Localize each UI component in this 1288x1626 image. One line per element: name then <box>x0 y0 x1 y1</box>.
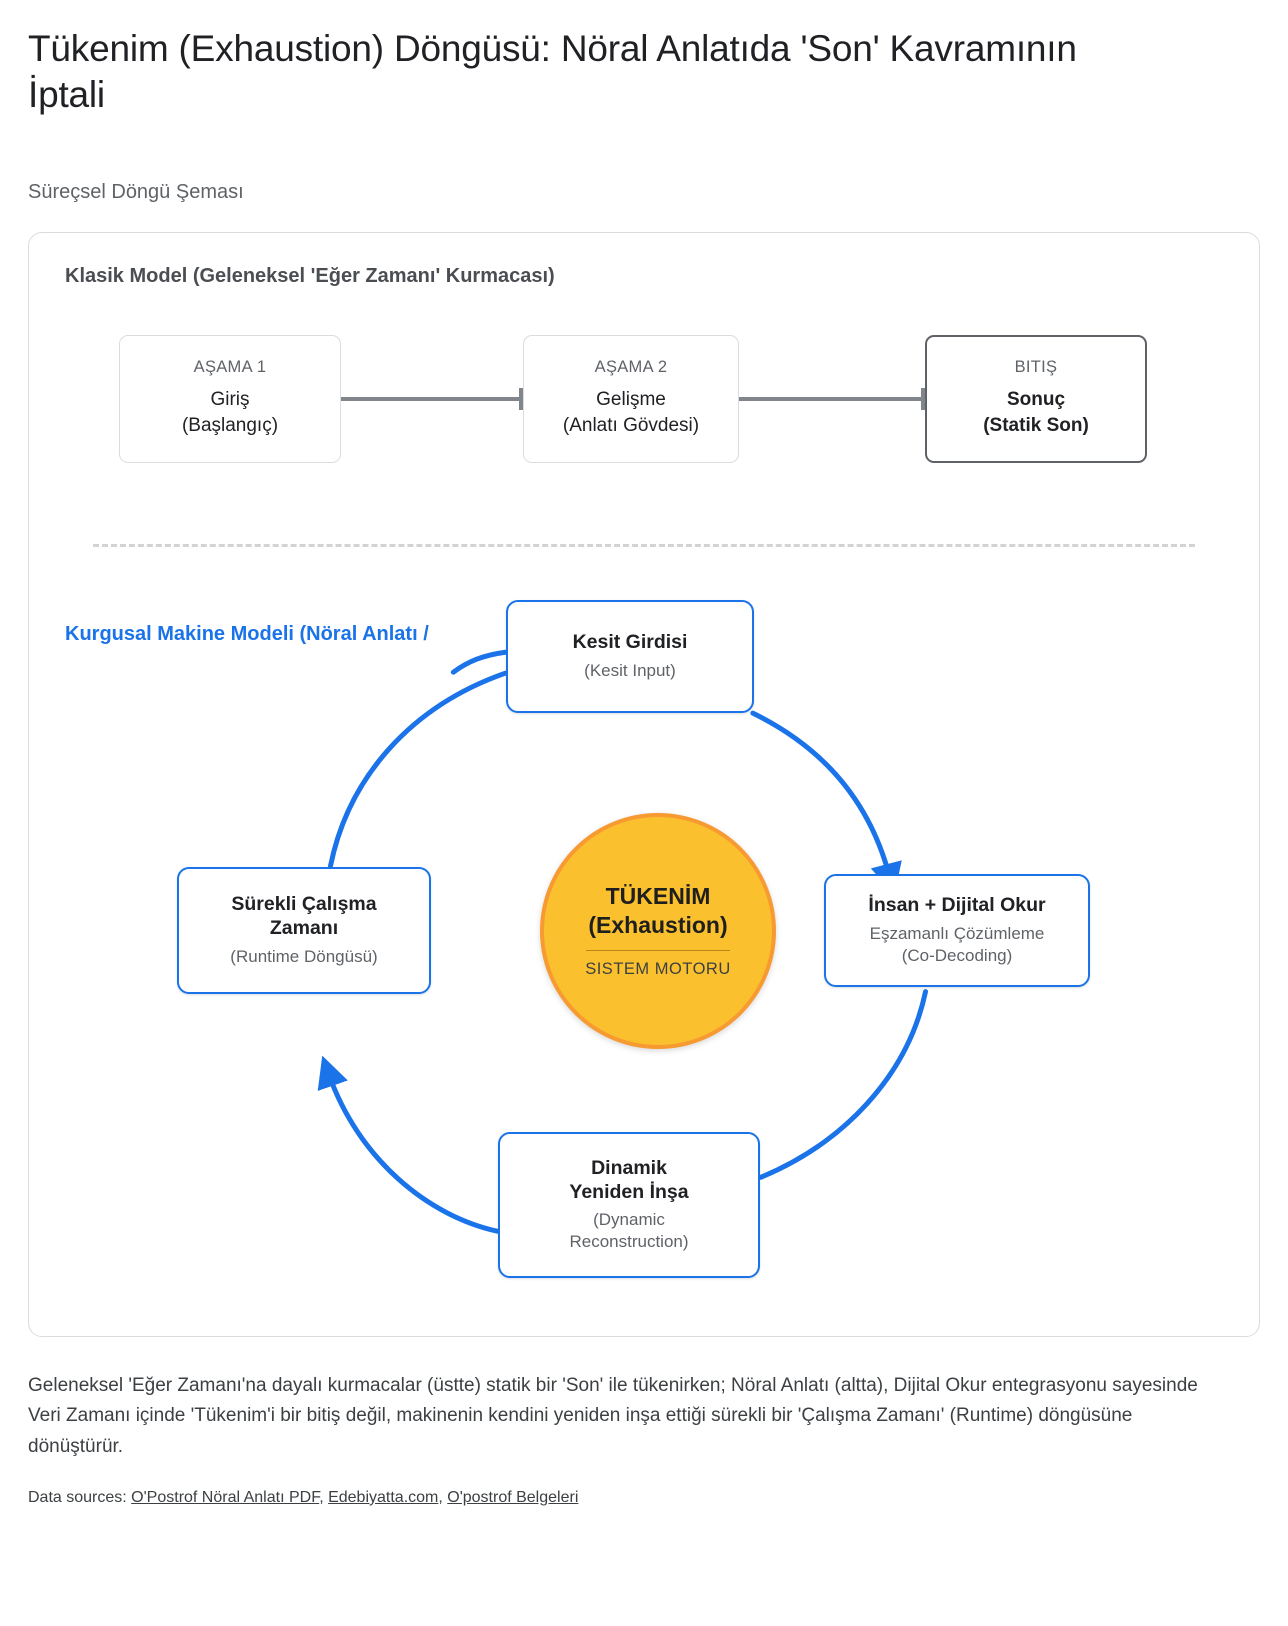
cycle-node-runtime: Sürekli Çalışma Zamanı (Runtime Döngüsü) <box>177 866 431 994</box>
node-title: Kesit Girdisi <box>572 631 688 654</box>
node-subtitle: (Runtime Döngüsü) <box>230 946 378 966</box>
classic-model-heading: Klasik Model (Geleneksel 'Eğer Zamanı' K… <box>65 264 555 287</box>
node-title: İnsan + Dijital Okur <box>868 894 1046 917</box>
cycle-node-reader: İnsan + Dijital Okur Eşzamanlı Çözümleme… <box>824 873 1090 987</box>
classic-stage-box-2: AŞAMA 2 Gelişme (Anlatı Gövdesi) <box>523 334 739 463</box>
stage-sublabel: (Anlatı Gövdesi) <box>562 415 700 436</box>
stage-kicker: BITIŞ <box>1014 358 1058 377</box>
node-title-2: Yeniden İnşa <box>569 1180 689 1203</box>
data-source-link[interactable]: Edebiyatta.com <box>328 1488 439 1506</box>
node-subtitle-2: (Co-Decoding) <box>901 945 1013 965</box>
arrow-reader-to-dynamic <box>758 988 929 1180</box>
cycle-node-dynamic-reconstruction: Dinamik Yeniden İnşa (Dynamic Reconstruc… <box>498 1131 760 1278</box>
engine-divider <box>586 949 730 951</box>
engine-title-2: (Exhaustion) <box>588 911 728 938</box>
engine-caption: SISTEM MOTORU <box>585 959 731 978</box>
stage-sublabel: (Statik Son) <box>983 415 1089 436</box>
data-source-link[interactable]: O'Postrof Nöral Anlatı PDF <box>131 1488 320 1506</box>
stage-sublabel: (Başlangıç) <box>181 415 279 436</box>
classic-end-box: BITIŞ Sonuç (Statik Son) <box>925 334 1147 463</box>
connector-stage2-end <box>739 387 925 410</box>
engine-title: TÜKENİM <box>605 883 711 910</box>
cycle-arrows <box>317 649 929 1234</box>
node-title-2: Zamanı <box>269 917 339 940</box>
stage-label: Giriş <box>210 389 250 411</box>
stage-kicker: AŞAMA 2 <box>594 358 668 377</box>
connector-stage1-stage2 <box>341 387 523 410</box>
diagram-card: Klasik Model (Geleneksel 'Eğer Zamanı' K… <box>28 231 1260 1337</box>
stage-kicker: AŞAMA 1 <box>193 358 267 377</box>
machine-model-heading: Kurgusal Makine Modeli (Nöral Anlatı / <box>65 622 429 645</box>
engine-circle: TÜKENİM (Exhaustion) SISTEM MOTORU <box>540 812 776 1049</box>
arrow-runtime-to-input <box>328 670 508 868</box>
data-source-link[interactable]: O'postrof Belgeleri <box>447 1488 579 1506</box>
connector-tee-icon <box>921 387 925 410</box>
page-title: Tükenim (Exhaustion) Döngüsü: Nöral Anla… <box>28 28 1077 116</box>
node-subtitle-2: Reconstruction) <box>569 1232 689 1252</box>
node-subtitle: Eşzamanlı Çözümleme <box>869 923 1045 943</box>
stage-label: Gelişme <box>596 389 666 411</box>
node-subtitle: (Dynamic <box>593 1210 665 1230</box>
node-title: Dinamik <box>591 1156 667 1179</box>
page-subtitle: Süreçsel Döngü Şeması <box>28 180 244 203</box>
page-root: Tükenim (Exhaustion) Döngüsü: Nöral Anla… <box>0 26 1288 1626</box>
classic-stage-box-1: AŞAMA 1 Giriş (Başlangıç) <box>119 334 341 463</box>
data-sources-label: Data sources: <box>28 1488 127 1506</box>
arrow-dynamic-to-runtime <box>317 1055 500 1234</box>
cycle-node-input: Kesit Girdisi (Kesit Input) <box>506 599 754 713</box>
data-sources: Data sources: O'Postrof Nöral Anlatı PDF… <box>28 1488 579 1506</box>
footer-description: Geleneksel 'Eğer Zamanı'na dayalı kurmac… <box>28 1374 1198 1458</box>
node-subtitle: (Kesit Input) <box>584 660 676 680</box>
stage-label: Sonuç <box>1006 389 1066 411</box>
section-divider <box>93 543 1195 547</box>
arrow-input-to-reader <box>750 710 902 895</box>
connector-tee-icon <box>519 387 523 410</box>
node-title: Sürekli Çalışma <box>231 893 377 916</box>
